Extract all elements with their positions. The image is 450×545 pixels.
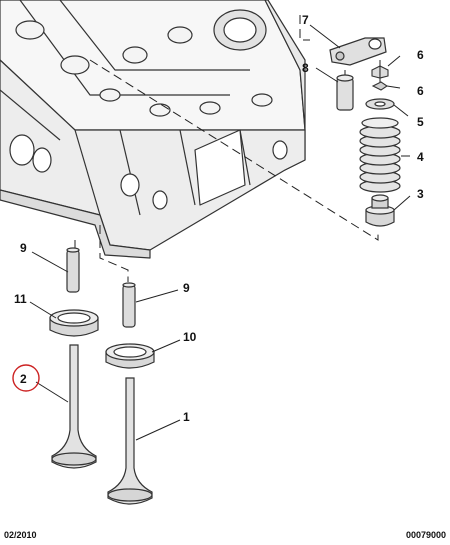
rocker-arm-part xyxy=(329,37,387,66)
footer-date: 02/2010 xyxy=(4,530,37,540)
valve-guide-part-left xyxy=(66,247,80,293)
valve-stem-seal-part xyxy=(365,194,395,227)
leader-lines xyxy=(29,24,411,441)
callout-10: 10 xyxy=(183,330,197,344)
callout-5: 5 xyxy=(417,115,424,129)
callout-1: 1 xyxy=(183,410,190,424)
callout-8: 8 xyxy=(302,61,309,75)
spring-retainer-part xyxy=(365,98,395,110)
callout-6-bottom: 6 xyxy=(417,84,424,98)
callout-11: 11 xyxy=(14,292,27,306)
valve-part-2 xyxy=(51,344,97,469)
callout-labels: 7 8 6 6 5 4 3 9 11 9 10 2 1 xyxy=(14,13,424,424)
callout-6-top: 6 xyxy=(417,48,424,62)
valve-cotters-part xyxy=(371,65,389,91)
callout-2: 2 xyxy=(20,372,27,386)
hydraulic-tappet-part xyxy=(336,74,354,111)
callout-9-left: 9 xyxy=(20,241,27,255)
footer-reference-code: 00079000 xyxy=(405,530,446,540)
callout-3: 3 xyxy=(417,187,424,201)
valve-spring-part xyxy=(359,117,401,193)
highlight-circle xyxy=(12,364,40,392)
callout-4: 4 xyxy=(417,150,424,164)
valve-seat-part-11 xyxy=(49,309,99,337)
cylinder-head-illustration xyxy=(0,0,306,259)
assembly-guide-lines xyxy=(74,15,381,282)
callout-7: 7 xyxy=(302,13,309,27)
callout-9-right: 9 xyxy=(183,281,190,295)
valve-part-1 xyxy=(107,377,153,505)
valve-seat-part-10 xyxy=(105,343,155,369)
valve-guide-part-right xyxy=(122,282,136,328)
